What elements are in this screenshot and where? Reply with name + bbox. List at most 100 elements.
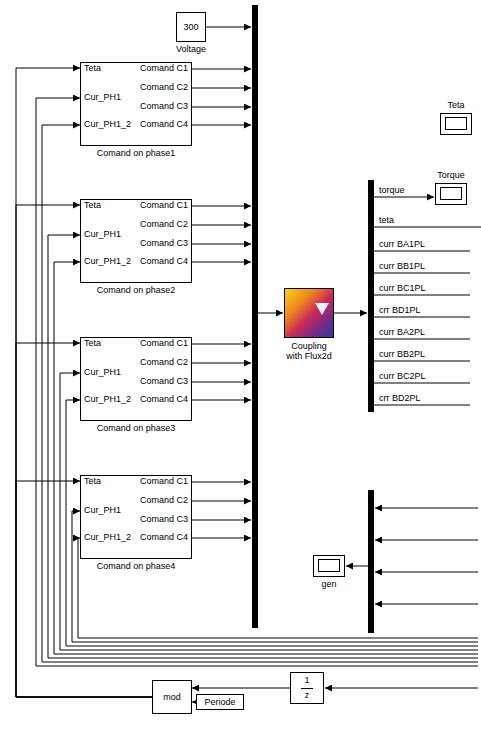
signal-label: curr BB2PL	[378, 349, 426, 359]
feedback-wire	[42, 125, 478, 662]
signal-wire	[192, 363, 251, 364]
output-port-label: Comand C3	[140, 376, 188, 386]
output-port-label: Comand C3	[140, 514, 188, 524]
signal-label: curr BA1PL	[378, 239, 426, 249]
input-port-label: Cur_PH1_2	[84, 532, 131, 542]
mux-bar	[252, 5, 258, 628]
scope-screen	[440, 187, 462, 200]
constant-block: 300	[176, 12, 206, 42]
unit-delay-block: 1z	[290, 672, 324, 704]
block-name: Comand on phase4	[60, 561, 212, 571]
simulink-block: TetaCur_PH1Cur_PH1_2 Comand C1 Comand C2 Co…	[80, 62, 192, 162]
signal-wire	[192, 688, 290, 689]
signal-wire	[374, 227, 481, 228]
input-port-label: Cur_PH1	[84, 367, 121, 377]
input-port-label: Cur_PH1	[84, 92, 121, 102]
signal-wire	[192, 520, 251, 521]
denominator: z	[291, 690, 323, 700]
input-port-label: Cur_PH1_2	[84, 119, 131, 129]
signal-wire	[375, 508, 478, 509]
subsystem-block: TetaCur_PH1Cur_PH1_2Comand C1Comand C2Co…	[80, 475, 192, 559]
output-port-label: Comand C2	[140, 357, 188, 367]
block-name: Comand on phase3	[60, 423, 212, 433]
signal-label: curr BC1PL	[378, 283, 427, 293]
signal-wire	[346, 566, 368, 567]
function-block: Periode	[196, 694, 244, 710]
input-port-label: Cur_PH1	[84, 229, 121, 239]
mux-bar	[368, 490, 374, 633]
output-port-label: Comand C1	[140, 338, 188, 348]
demux-bar	[368, 180, 374, 412]
output-port-label: Comand C1	[140, 200, 188, 210]
signal-wire	[374, 317, 470, 318]
input-port-label: Cur_PH1	[84, 505, 121, 515]
output-port-label: Comand C4	[140, 532, 188, 542]
signal-wire	[192, 538, 251, 539]
constant-value: 300	[177, 22, 205, 32]
input-port-label: Teta	[84, 338, 101, 348]
signal-wire	[374, 273, 470, 274]
subsystem-block: TetaCur_PH1Cur_PH1_2Comand C1Comand C2Co…	[80, 199, 192, 283]
simulink-block: Teta	[440, 100, 472, 136]
signal-wire	[334, 313, 367, 314]
scope-screen	[445, 117, 467, 130]
feedback-wire	[36, 98, 478, 666]
block-name: Periode	[197, 697, 243, 707]
input-port-label: Teta	[84, 476, 101, 486]
scope-block	[440, 113, 472, 135]
output-port-label: Comand C1	[140, 476, 188, 486]
scope-screen	[318, 559, 340, 572]
signal-wire	[192, 244, 251, 245]
block-name: Comand on phase2	[60, 285, 212, 295]
signal-wire	[192, 262, 251, 263]
coupling-block	[284, 288, 334, 338]
feedback-wire	[54, 262, 478, 654]
scope-block	[313, 555, 345, 577]
signal-wire	[374, 295, 470, 296]
simulink-block: Periode	[196, 694, 240, 710]
signal-wire	[375, 540, 478, 541]
output-port-label: Comand C3	[140, 101, 188, 111]
signal-wire	[206, 27, 251, 28]
output-port-label: Comand C2	[140, 82, 188, 92]
signal-label: curr BA2PL	[378, 327, 426, 337]
block-name: Torque	[421, 170, 481, 180]
block-name: gen	[299, 579, 359, 589]
signal-wire	[374, 361, 470, 362]
function-block: mod	[152, 680, 192, 714]
funnel-icon	[315, 303, 329, 315]
signal-wire	[374, 251, 470, 252]
input-port-label: Teta	[84, 63, 101, 73]
numerator: 1	[291, 675, 323, 685]
input-port-label: Cur_PH1_2	[84, 256, 131, 266]
signal-wire	[374, 383, 470, 384]
subsystem-block: TetaCur_PH1Cur_PH1_2Comand C1Comand C2Co…	[80, 337, 192, 421]
output-port-label: Comand C4	[140, 394, 188, 404]
signal-wire	[192, 88, 251, 89]
signal-wire	[258, 313, 283, 314]
block-name: Voltage	[161, 44, 221, 54]
block-name: mod	[153, 692, 191, 702]
simulink-block: gen	[313, 555, 345, 591]
fraction-bar	[301, 688, 313, 689]
signal-wire	[192, 501, 251, 502]
signal-wire	[192, 382, 251, 383]
output-port-label: Comand C1	[140, 63, 188, 73]
signal-wire	[192, 125, 251, 126]
simulink-block: TetaCur_PH1Cur_PH1_2Comand C1Comand C2Co…	[80, 475, 192, 575]
simulink-block: mod	[152, 680, 188, 714]
simulink-block: 1z	[290, 672, 324, 704]
input-port-label: Teta	[84, 200, 101, 210]
signal-wire	[375, 604, 478, 605]
signal-wire	[192, 400, 251, 401]
signal-wire	[192, 69, 251, 70]
output-port-label: Comand C4	[140, 119, 188, 129]
scope-block	[435, 183, 467, 205]
signal-label: curr BC2PL	[378, 371, 427, 381]
signal-wire	[192, 344, 251, 345]
signal-wire	[192, 107, 251, 108]
signal-label: torque	[378, 185, 406, 195]
simulink-block: TetaCur_PH1Cur_PH1_2Comand C1Comand C2Co…	[80, 337, 192, 437]
